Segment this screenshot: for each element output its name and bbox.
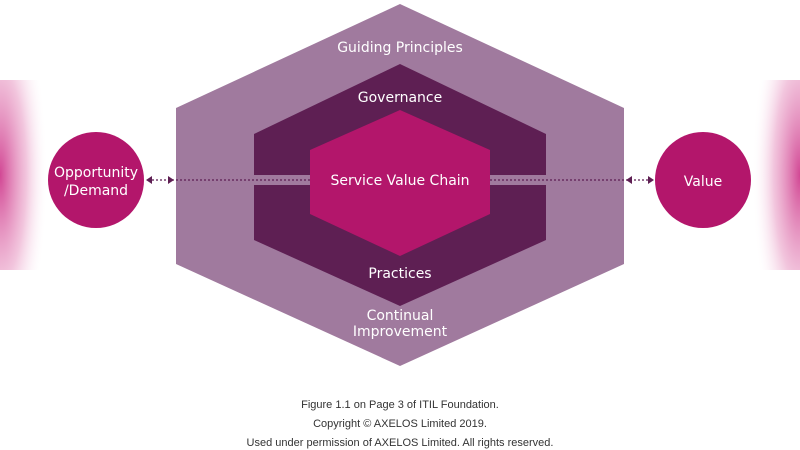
value-node bbox=[655, 132, 751, 228]
service-value-chain-label: Service Value Chain bbox=[330, 173, 469, 189]
copyright-line: Copyright © AXELOS Limited 2019. bbox=[313, 418, 487, 430]
governance-label: Governance bbox=[358, 90, 442, 106]
value-label: Value bbox=[684, 174, 722, 190]
input-arrow-left bbox=[146, 176, 152, 184]
input-arrow-right bbox=[168, 176, 174, 184]
output-arrow-right bbox=[648, 176, 654, 184]
opportunity-label: Opportunity bbox=[54, 165, 138, 181]
svs-diagram: Guiding Principles Governance Service Va… bbox=[0, 4, 800, 366]
figure-caption: Figure 1.1 on Page 3 of ITIL Foundation. bbox=[301, 399, 499, 411]
improvement-label: Improvement bbox=[353, 324, 448, 340]
practices-label: Practices bbox=[368, 266, 431, 282]
permission-line: Used under permission of AXELOS Limited.… bbox=[246, 437, 554, 449]
service-value-chain-hexagon bbox=[310, 110, 490, 256]
left-edge-glow bbox=[0, 80, 48, 270]
guiding-principles-label: Guiding Principles bbox=[337, 40, 463, 56]
continual-label: Continual bbox=[367, 308, 434, 324]
right-edge-glow bbox=[752, 80, 800, 270]
opportunity-demand-node bbox=[48, 132, 144, 228]
output-arrow-left bbox=[626, 176, 632, 184]
demand-label: /Demand bbox=[64, 183, 128, 199]
figure-credits: Figure 1.1 on Page 3 of ITIL Foundation.… bbox=[0, 396, 800, 450]
